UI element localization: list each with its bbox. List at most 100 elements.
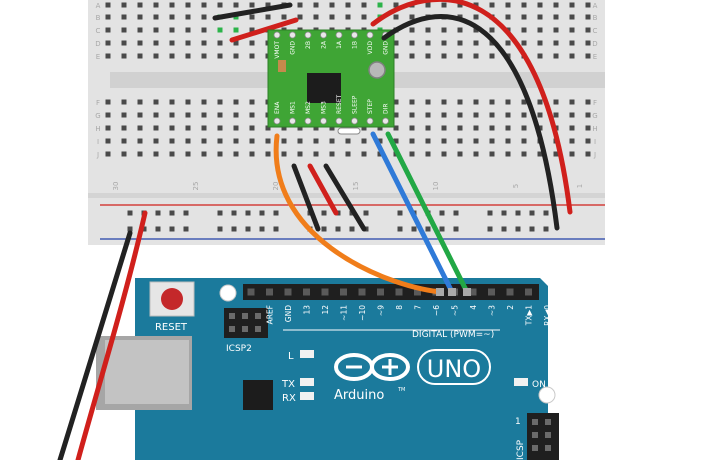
breadboard-hole (569, 2, 575, 8)
breadboard-hole (345, 151, 351, 157)
breadboard-hole (489, 27, 495, 33)
rail-hole (501, 226, 507, 232)
header-pin (358, 288, 366, 296)
breadboard-row-label: B (593, 14, 598, 22)
reset-button[interactable] (161, 288, 183, 310)
rail-hole (501, 210, 507, 216)
breadboard-hole (329, 14, 335, 20)
driver-pin (366, 117, 374, 125)
rail-hole (397, 226, 403, 232)
breadboard-hole (313, 151, 319, 157)
breadboard-hole (457, 99, 463, 105)
breadboard-hole (521, 2, 527, 8)
breadboard-hole (281, 14, 287, 20)
breadboard-hole (233, 125, 239, 131)
breadboard-hole (377, 151, 383, 157)
breadboard-hole (537, 53, 543, 59)
breadboard-hole (265, 138, 271, 144)
breadboard-hole (441, 40, 447, 46)
breadboard-row-label: A (96, 2, 101, 10)
breadboard-hole (569, 99, 575, 105)
breadboard-hole (585, 125, 591, 131)
breadboard-hole (153, 27, 159, 33)
driver-pin-label: 1A (336, 40, 343, 49)
breadboard-hole (169, 151, 175, 157)
breadboard-hole (441, 138, 447, 144)
breadboard-hole (569, 27, 575, 33)
breadboard-hole (265, 151, 271, 157)
breadboard-hole (185, 138, 191, 144)
breadboard-hole (521, 27, 527, 33)
rail-hole (439, 226, 445, 232)
breadboard-hole (185, 27, 191, 33)
rail-hole (155, 210, 161, 216)
breadboard-hole (121, 53, 127, 59)
driver-pin (273, 31, 281, 39)
breadboard-hole (185, 53, 191, 59)
icsp2-pin (255, 313, 261, 319)
icsp-pin (532, 445, 538, 451)
breadboard-row-label: E (96, 53, 100, 61)
breadboard-hole (137, 14, 143, 20)
rail-hole (231, 226, 237, 232)
breadboard-hole (105, 27, 111, 33)
blue-wire-tip (448, 288, 456, 296)
breadboard-hole (249, 99, 255, 105)
breadboard-hole (585, 40, 591, 46)
icsp-pin (532, 432, 538, 438)
reset-label: RESET (155, 322, 188, 333)
icsp-pin (545, 432, 551, 438)
breadboard-hole (473, 112, 479, 118)
breadboard-hole (457, 2, 463, 8)
breadboard-hole (537, 2, 543, 8)
breadboard-hole (553, 14, 559, 20)
breadboard-hole (169, 27, 175, 33)
breadboard-hole (249, 151, 255, 157)
breadboard-hole (121, 151, 127, 157)
breadboard-row-label: C (593, 27, 598, 35)
logo-tm: TM (397, 387, 405, 393)
icsp2-pin (229, 313, 235, 319)
rail-hole (183, 226, 189, 232)
breadboard-row-label: C (96, 27, 101, 35)
breadboard-hole (201, 151, 207, 157)
breadboard-hole (457, 125, 463, 131)
breadboard-hole (585, 151, 591, 157)
breadboard-hole (473, 27, 479, 33)
breadboard-hole (553, 40, 559, 46)
breadboard-hole (409, 27, 415, 33)
breadboard-hole (153, 112, 159, 118)
breadboard-hole (537, 40, 543, 46)
breadboard-hole (153, 2, 159, 8)
breadboard-hole (585, 14, 591, 20)
short-red-jumper (229, 17, 299, 43)
driver-pin (335, 31, 343, 39)
header-pin (340, 288, 347, 296)
breadboard-column-number: 5 (512, 184, 520, 188)
breadboard-hole (425, 27, 431, 33)
rail-hole (487, 226, 493, 232)
breadboard-hole (457, 151, 463, 157)
header-pin-label: ~10 (358, 305, 367, 321)
header-pin-label: AREF (266, 305, 275, 324)
breadboard-hole (313, 125, 319, 131)
breadboard-row-label: G (592, 112, 597, 120)
header-pin-label: GND (284, 305, 293, 322)
breadboard-hole (249, 53, 255, 59)
uno-badge (417, 349, 491, 385)
driver-pin (289, 31, 296, 39)
rail-hole (169, 226, 175, 232)
breadboard-hole (249, 27, 255, 33)
breadboard-hole (153, 99, 159, 105)
breadboard-hole (409, 40, 415, 46)
rail-hole (127, 210, 133, 216)
driver-pin-label: 2A (321, 40, 328, 49)
breadboard-hole (553, 2, 559, 8)
header-pin-label: ~11 (340, 305, 349, 321)
breadboard-hole (361, 151, 367, 157)
icsp-pin-label: 1 (515, 417, 521, 427)
breadboard-hole (409, 53, 415, 59)
breadboard-hole (569, 14, 575, 20)
usb-chip (243, 380, 273, 410)
driver-pin (304, 117, 312, 125)
